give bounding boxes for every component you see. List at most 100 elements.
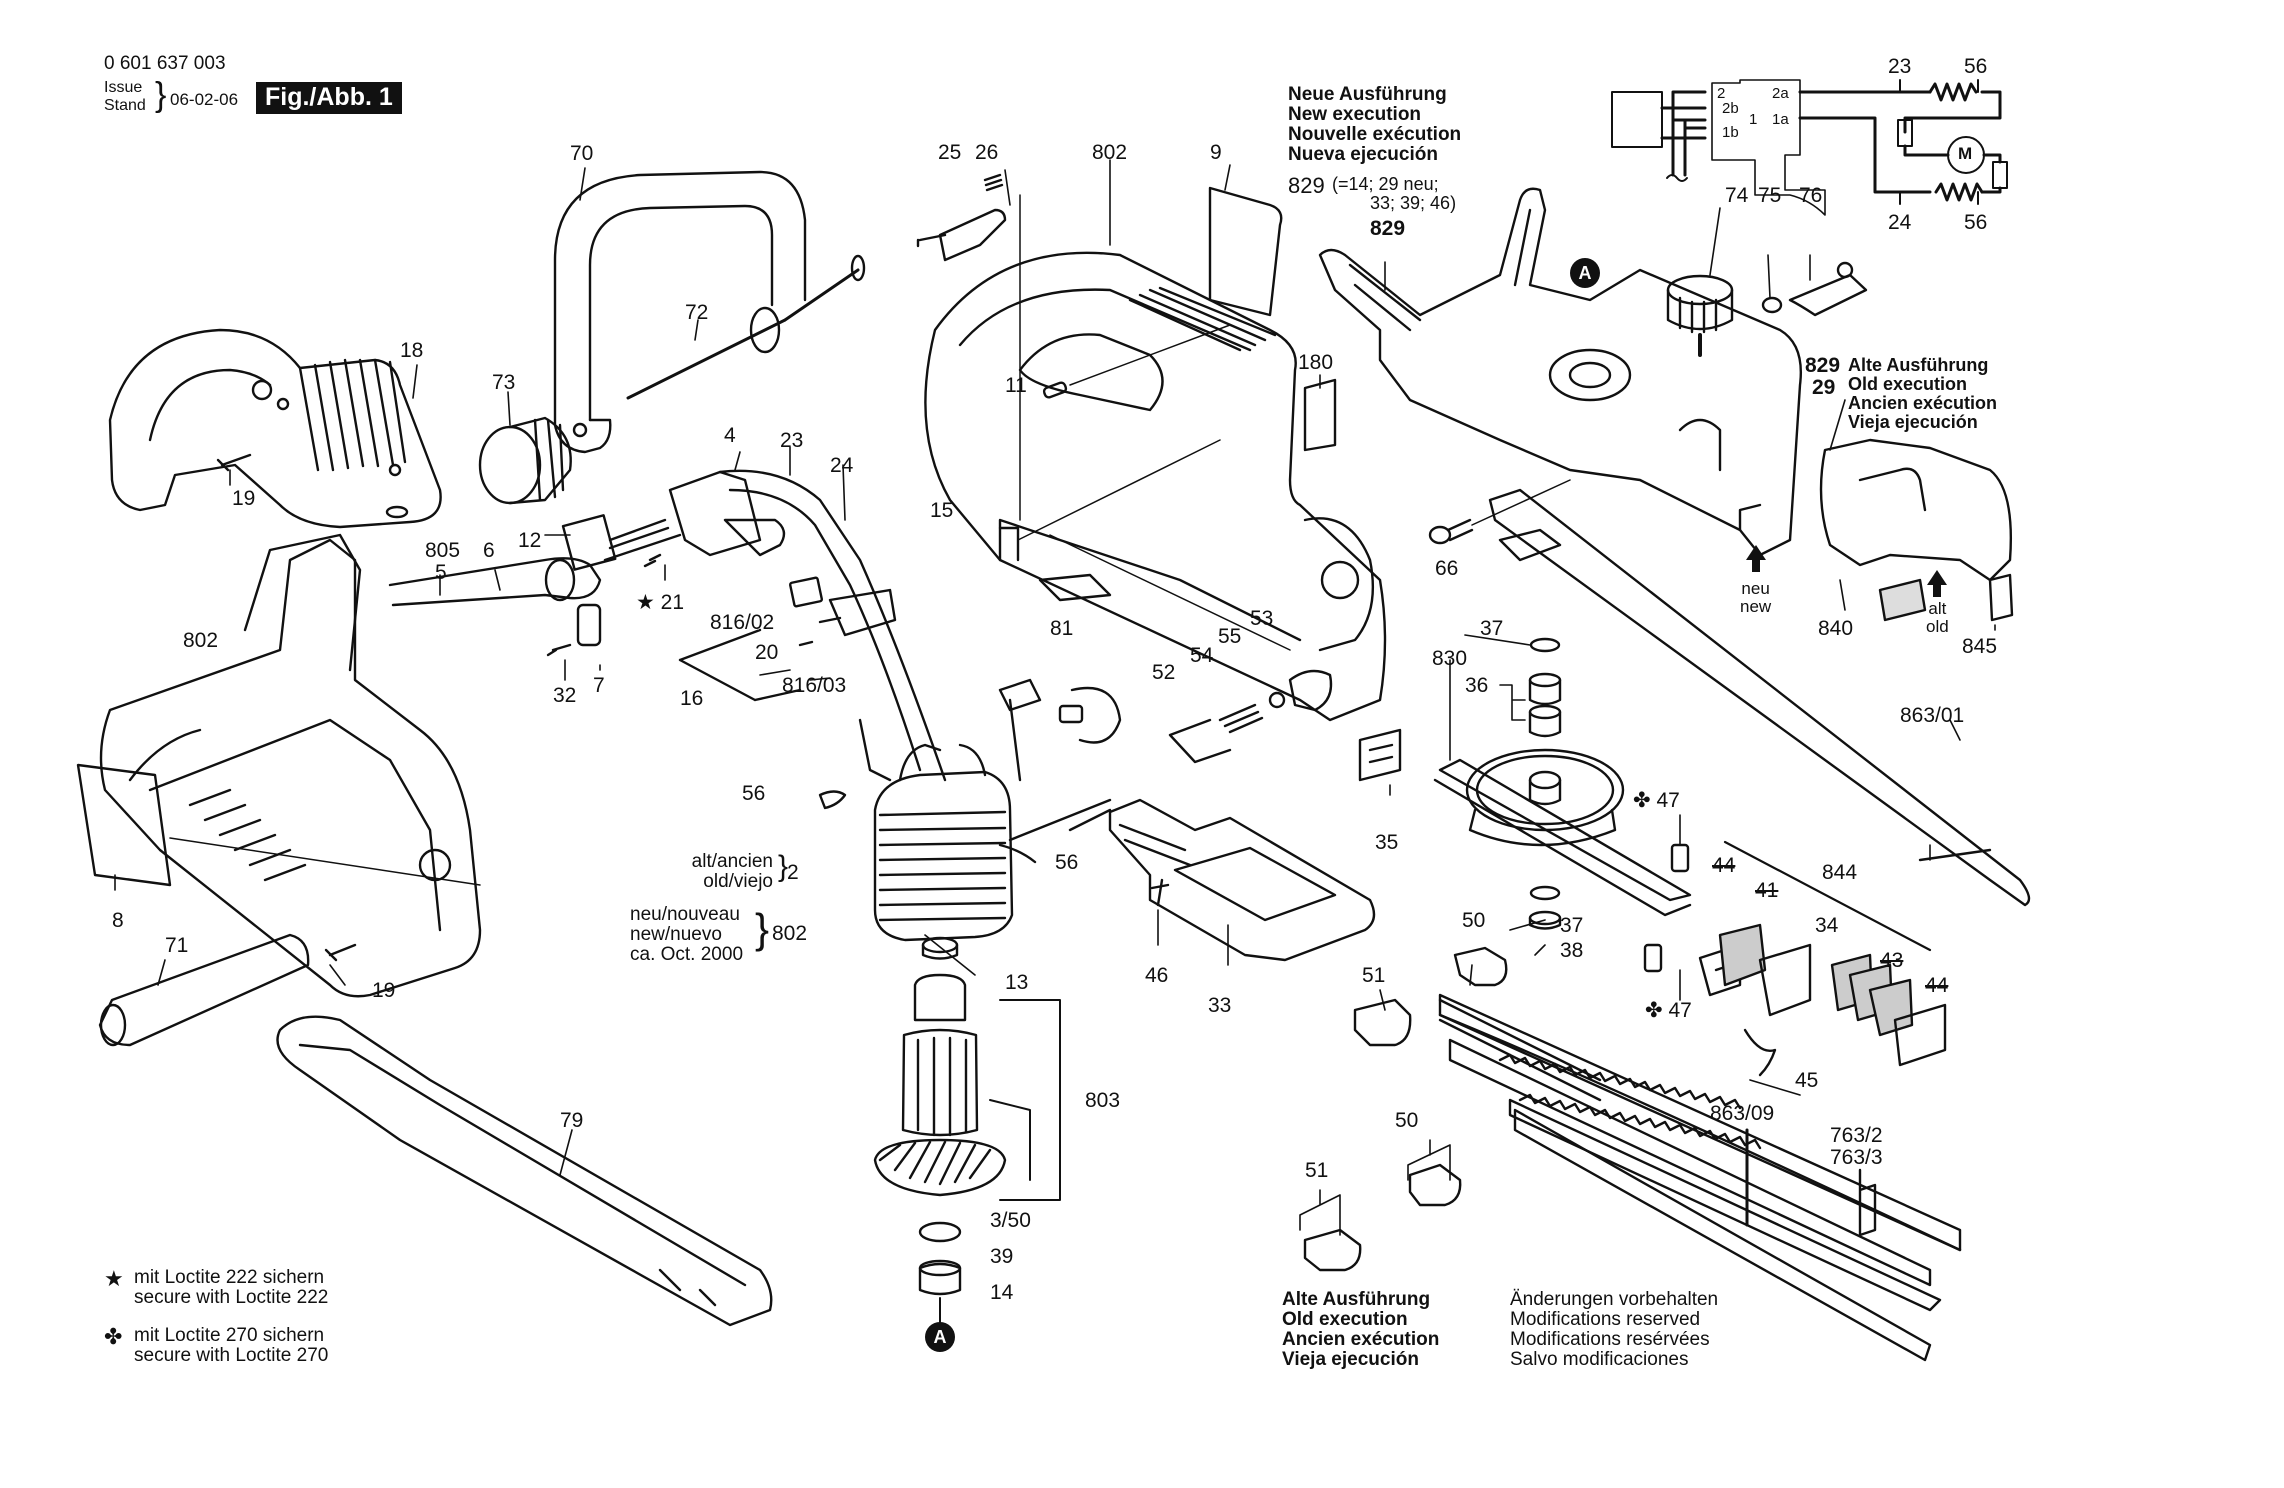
terminal-2: 2 — [1717, 85, 1726, 102]
old-exec-top-de: Alte Ausführung — [1848, 355, 1989, 375]
part-label-74[interactable]: 74 — [1725, 184, 1749, 207]
part-label-845[interactable]: 845 — [1962, 635, 1998, 658]
part-label-13[interactable]: 13 — [1005, 971, 1029, 994]
part-label-51[interactable]: 51 — [1362, 964, 1386, 987]
old-exec-top-en: Old execution — [1848, 373, 1968, 394]
brace: } — [778, 850, 789, 883]
part-label-7[interactable]: 7 — [593, 674, 605, 697]
new-execution-de: Neue Ausführung — [1288, 84, 1447, 105]
modifications-fr: Modifications resérvées — [1510, 1328, 1710, 1350]
part-label-34[interactable]: 34 — [1815, 914, 1839, 937]
part-label-50-old[interactable]: 50 — [1395, 1109, 1419, 1132]
part-label-51-old[interactable]: 51 — [1305, 1159, 1329, 1182]
part-label-5[interactable]: 5 — [435, 561, 447, 584]
old-exec-ref-29: 29 — [1812, 376, 1836, 399]
neu-new-label: neu new — [1740, 580, 1771, 616]
part-label-54[interactable]: 54 — [1190, 644, 1214, 667]
gear-housing-part-829 — [1318, 187, 1802, 557]
part-label-21[interactable]: ★ 21 — [636, 592, 684, 613]
part-label-6[interactable]: 6 — [483, 539, 495, 562]
part-label-802-center[interactable]: 802 — [1092, 141, 1128, 164]
part-label-802-left[interactable]: 802 — [183, 629, 219, 652]
old-exec-bottom-fr: Ancien exécution — [1282, 1328, 1440, 1350]
housing-part-802-left — [76, 533, 482, 998]
part-label-44-right[interactable]: 44 — [1925, 974, 1949, 997]
armature-part-803 — [873, 936, 1061, 1323]
gear-housing-old-part-829-29 — [1819, 438, 2014, 622]
part-label-70[interactable]: 70 — [570, 142, 594, 165]
part-label-36[interactable]: 36 — [1465, 674, 1489, 697]
part-label-44-left[interactable]: 44 — [1712, 854, 1736, 877]
part-label-39[interactable]: 39 — [990, 1245, 1014, 1268]
part-label-25[interactable]: 25 — [938, 141, 962, 164]
knob-part-73 — [478, 416, 572, 505]
part-label-16[interactable]: 16 — [680, 687, 704, 710]
part-label-24[interactable]: 24 — [830, 454, 854, 477]
part-label-55[interactable]: 55 — [1218, 625, 1242, 648]
wiring-label-24: 24 — [1888, 211, 1912, 234]
star-icon: ★ — [104, 1266, 124, 1291]
part-label-23[interactable]: 23 — [780, 429, 804, 452]
part-label-14[interactable]: 14 — [990, 1281, 1014, 1304]
part-label-180[interactable]: 180 — [1298, 351, 1334, 374]
part-label-66[interactable]: 66 — [1435, 557, 1459, 580]
saw-blade-part-863-01 — [1488, 488, 2031, 907]
part-label-41[interactable]: 41 — [1755, 879, 1779, 902]
part-label-12[interactable]: 12 — [518, 529, 542, 552]
part-label-9[interactable]: 9 — [1210, 141, 1222, 164]
part-label-763-3[interactable]: 763/3 — [1830, 1146, 1883, 1169]
part-label-32[interactable]: 32 — [553, 684, 577, 707]
arrows — [1746, 545, 1947, 597]
stator-new-3: ca. Oct. 2000 — [630, 943, 744, 965]
stator-new-note: neu/nouveau new/nuevo ca. Oct. 2000 — [630, 905, 743, 965]
part-label-21-text: 21 — [660, 591, 685, 614]
part-label-19-lower[interactable]: 19 — [372, 979, 396, 1002]
part-number: 0 601 637 003 — [104, 53, 226, 74]
part-label-11[interactable]: 11 — [1005, 374, 1027, 397]
part-label-47-top[interactable]: ✤ 47 — [1633, 790, 1680, 811]
part-label-844[interactable]: 844 — [1822, 861, 1858, 884]
part-label-37-top[interactable]: 37 — [1480, 617, 1504, 640]
alt-old-label: alt old — [1926, 600, 1949, 636]
part-label-18[interactable]: 18 — [400, 339, 424, 362]
part-label-4[interactable]: 4 — [724, 424, 736, 447]
part-label-3-50[interactable]: 3/50 — [990, 1209, 1031, 1232]
part-label-816-02[interactable]: 816/02 — [710, 611, 775, 634]
part-label-37-bottom[interactable]: 37 — [1560, 914, 1584, 937]
part-label-816-03[interactable]: 816/03 — [782, 674, 847, 697]
part-label-52[interactable]: 52 — [1152, 661, 1176, 684]
part-label-763-2[interactable]: 763/2 — [1830, 1124, 1883, 1147]
legend-270-en: secure with Loctite 270 — [134, 1344, 329, 1366]
part-label-71[interactable]: 71 — [165, 934, 189, 957]
part-label-75[interactable]: 75 — [1758, 184, 1782, 207]
part-label-38[interactable]: 38 — [1560, 939, 1584, 962]
old-exec-bottom-en: Old execution — [1282, 1308, 1408, 1330]
part-label-50[interactable]: 50 — [1462, 909, 1486, 932]
part-label-72[interactable]: 72 — [685, 301, 709, 324]
guide-parts-50-51 — [1303, 946, 1602, 1272]
part-label-45[interactable]: 45 — [1795, 1069, 1819, 1092]
part-label-46[interactable]: 46 — [1145, 964, 1169, 987]
part-label-805[interactable]: 805 — [425, 539, 461, 562]
part-label-15[interactable]: 15 — [930, 499, 954, 522]
part-label-863-01[interactable]: 863/01 — [1900, 704, 1965, 727]
part-label-33[interactable]: 33 — [1208, 994, 1232, 1017]
part-label-35[interactable]: 35 — [1375, 831, 1399, 854]
part-label-26[interactable]: 26 — [975, 141, 999, 164]
part-label-8[interactable]: 8 — [112, 909, 124, 932]
part-label-19[interactable]: 19 — [232, 487, 256, 510]
part-label-840[interactable]: 840 — [1818, 617, 1854, 640]
part-label-803[interactable]: 803 — [1085, 1089, 1121, 1112]
part-label-830[interactable]: 830 — [1432, 647, 1468, 670]
part-label-863-09[interactable]: 863/09 — [1710, 1102, 1775, 1125]
part-label-53[interactable]: 53 — [1250, 607, 1274, 630]
part-label-76[interactable]: 76 — [1799, 184, 1823, 207]
part-label-56-right[interactable]: 56 — [1055, 851, 1079, 874]
part-label-73[interactable]: 73 — [492, 371, 516, 394]
part-label-81[interactable]: 81 — [1050, 617, 1074, 640]
part-label-43[interactable]: 43 — [1880, 949, 1904, 972]
part-label-20[interactable]: 20 — [755, 641, 779, 664]
part-label-79[interactable]: 79 — [560, 1109, 584, 1132]
part-label-47-bottom[interactable]: ✤ 47 — [1645, 1000, 1692, 1021]
part-label-56-left[interactable]: 56 — [742, 782, 766, 805]
